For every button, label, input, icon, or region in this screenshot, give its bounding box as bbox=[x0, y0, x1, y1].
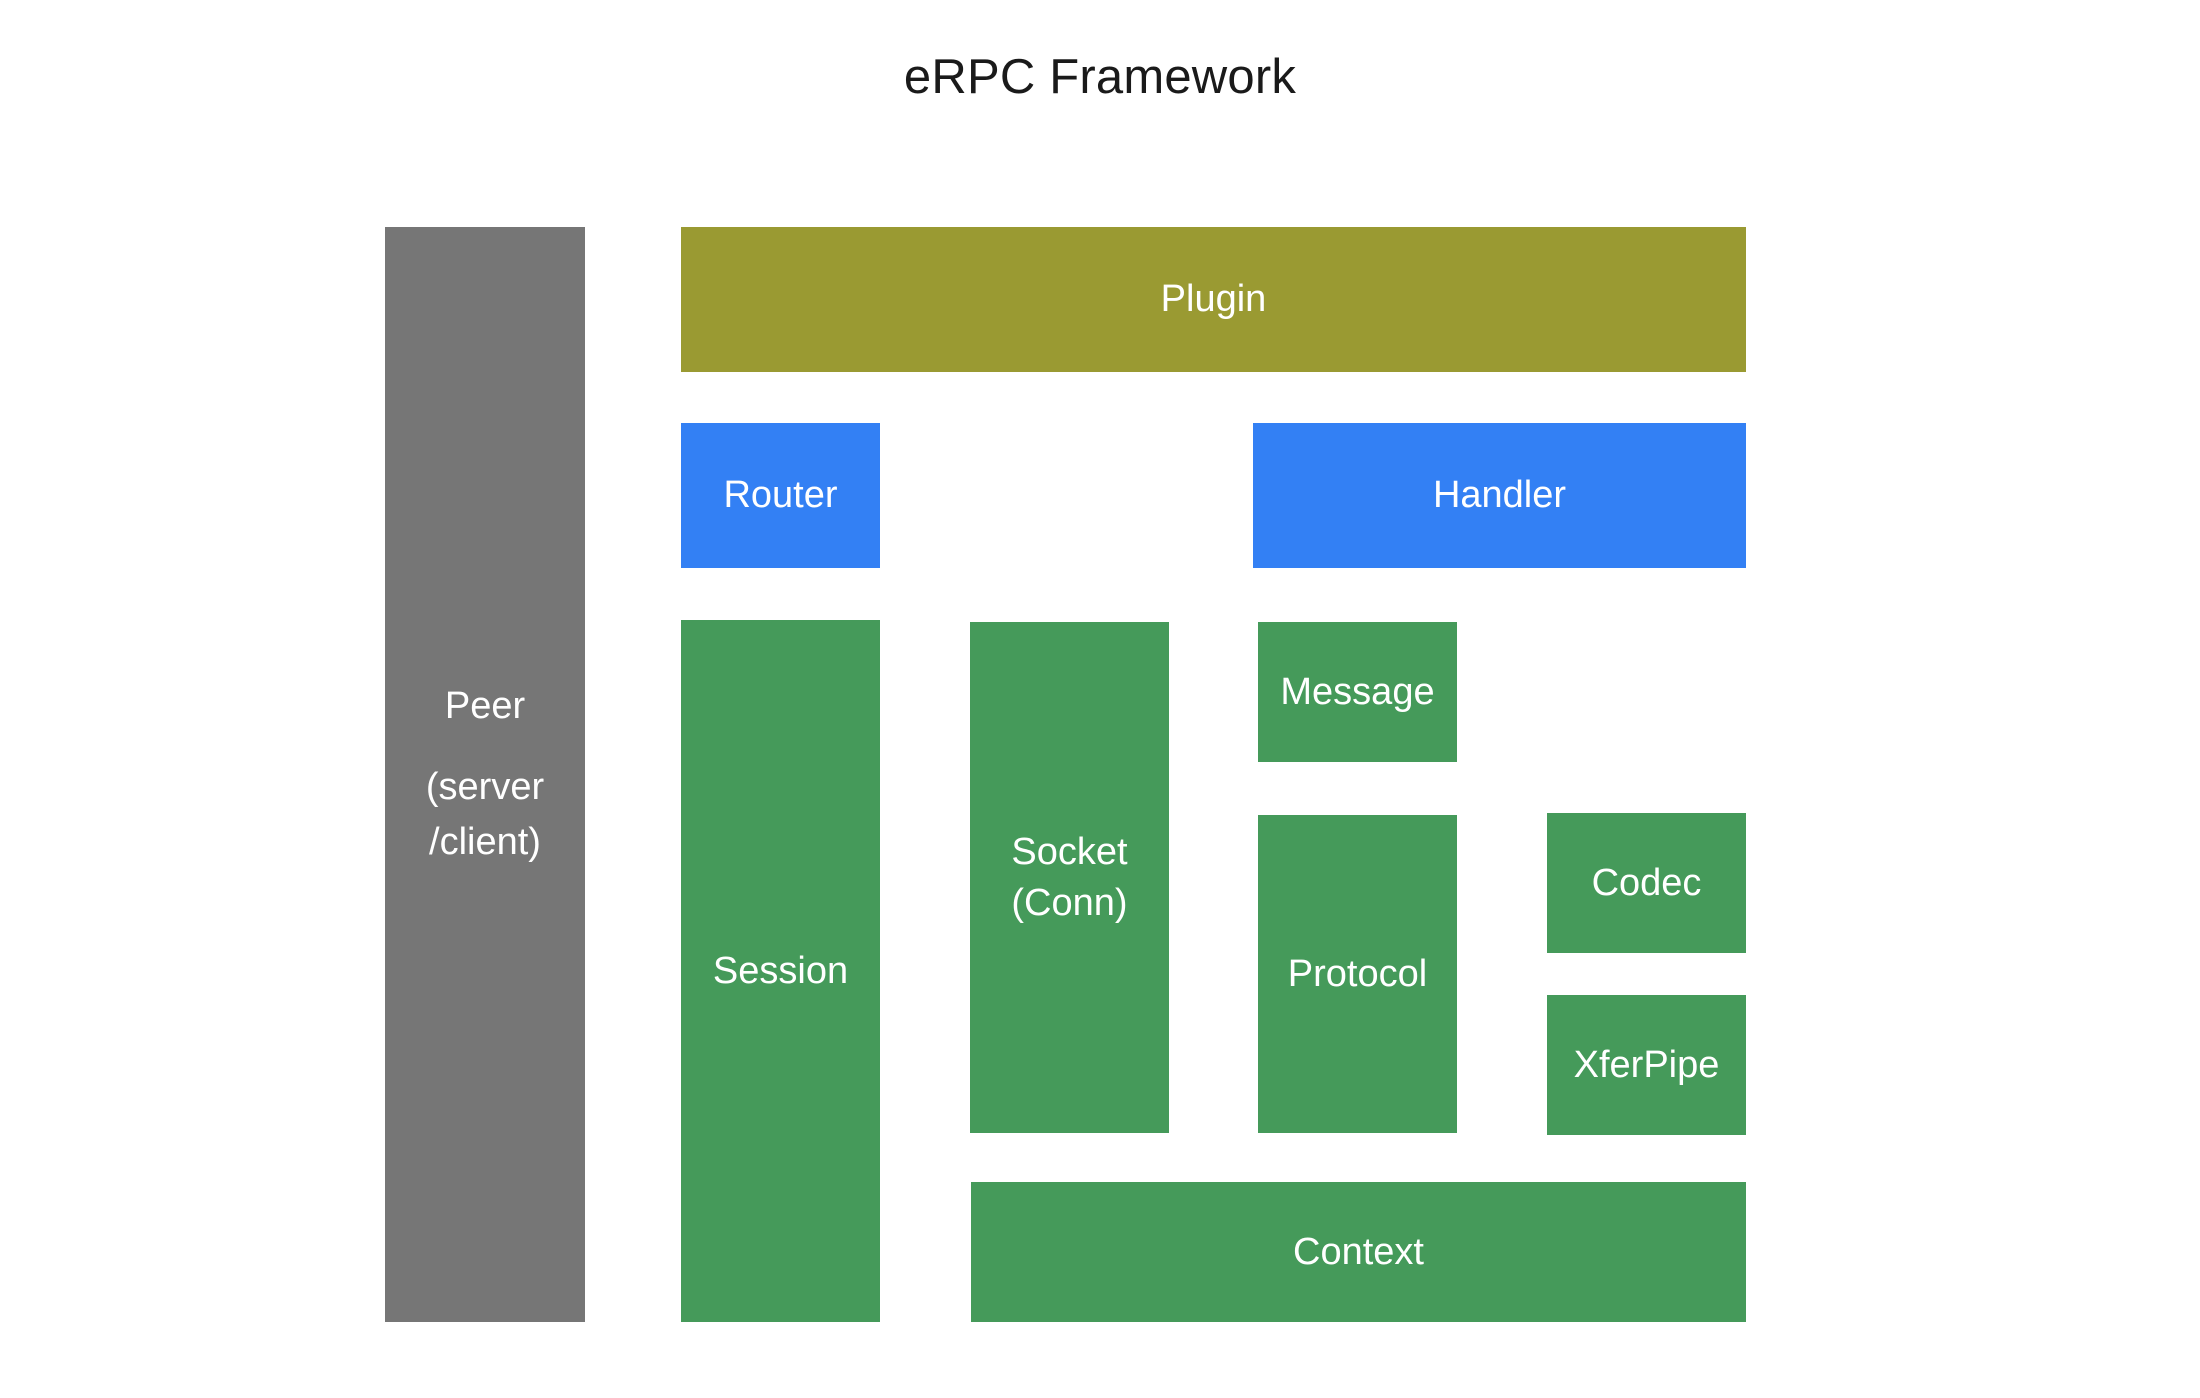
node-socket-label: Socket (Conn) bbox=[1011, 831, 1128, 924]
diagram-title: eRPC Framework bbox=[903, 50, 1297, 104]
node-xferpipe-label: XferPipe bbox=[1573, 1043, 1720, 1086]
node-protocol-label: Protocol bbox=[1287, 952, 1428, 995]
node-plugin-label: Plugin bbox=[1160, 278, 1267, 321]
node-peer-label: Peer (server /client) bbox=[426, 679, 544, 870]
node-protocol: Protocol bbox=[1258, 815, 1457, 1133]
node-xferpipe: XferPipe bbox=[1547, 995, 1746, 1135]
node-codec-label: Codec bbox=[1591, 861, 1702, 904]
node-codec: Codec bbox=[1547, 813, 1746, 953]
node-router: Router bbox=[681, 423, 880, 568]
node-context-label: Context bbox=[1293, 1230, 1424, 1273]
node-message: Message bbox=[1258, 622, 1457, 762]
node-peer-label-line2: (server bbox=[425, 765, 545, 808]
node-session: Session bbox=[681, 620, 880, 1322]
node-session-label: Session bbox=[712, 949, 849, 992]
node-handler-label: Handler bbox=[1432, 474, 1567, 517]
node-router-label: Router bbox=[723, 474, 838, 517]
node-peer-label-line1: Peer bbox=[444, 684, 526, 727]
node-context: Context bbox=[971, 1182, 1746, 1322]
node-plugin: Plugin bbox=[681, 227, 1746, 372]
node-socket: Socket (Conn) bbox=[970, 622, 1169, 1133]
node-handler: Handler bbox=[1253, 423, 1746, 568]
node-message-label: Message bbox=[1280, 670, 1435, 713]
node-peer: Peer (server /client) bbox=[385, 227, 585, 1322]
node-peer-label-line3: /client) bbox=[429, 821, 541, 864]
